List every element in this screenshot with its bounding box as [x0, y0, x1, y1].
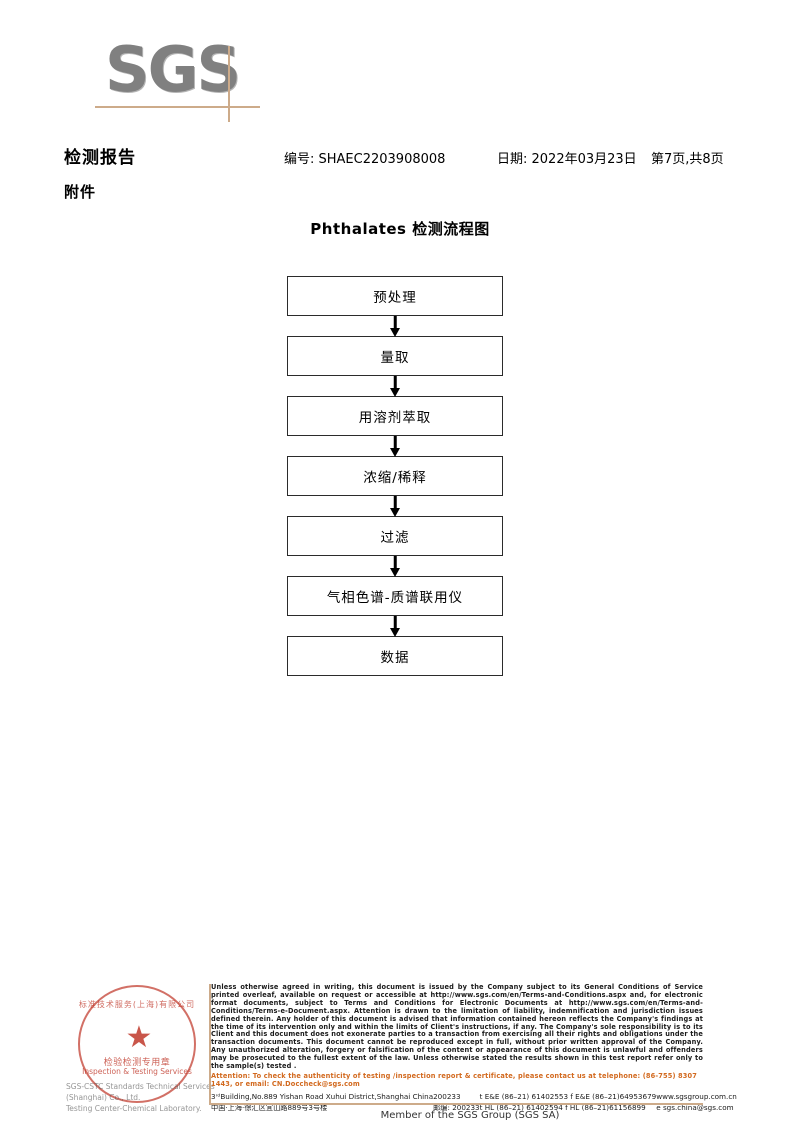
inspection-stamp: 标准技术服务(上海)有限公司 ★ 检验检测专用章 Inspection & Te… [66, 985, 215, 1113]
address-cn: 中国·上海·徐汇区宜山路889号3号楼 [211, 1103, 328, 1113]
flow-node: 数据 [287, 636, 503, 676]
table-row: 中国·上海·徐汇区宜山路889号3号楼 邮编: 200233 t HL (86–… [211, 1102, 737, 1113]
flow-arrow-down-icon [287, 496, 503, 516]
flow-arrow-down-icon [287, 616, 503, 636]
page-indicator: 第7页,共8页 [651, 152, 724, 167]
footer-attention-text: Attention: To check the authenticity of … [211, 1071, 698, 1089]
star-icon: ★ [125, 1021, 153, 1054]
flow-node: 量取 [287, 336, 503, 376]
flow-node: 浓缩/稀释 [287, 456, 503, 496]
page-subtitle: 附件 [64, 183, 97, 201]
sgs-logo-text: SGS [105, 33, 241, 106]
report-date: 日期: 2022年03月23日 [497, 152, 637, 167]
flowchart-title: Phthalates 检测流程图 [310, 220, 490, 238]
flow-node: 用溶剂萃取 [287, 396, 503, 436]
contact-tel-ee: t E&E (86–21) 61402553 f E&E (86–21)6495… [479, 1092, 657, 1102]
flow-node: 气相色谱-质谱联用仪 [287, 576, 503, 616]
stamp-legal-line-2: Testing Center-Chemical Laboratory. [66, 1104, 202, 1113]
page-title: 检测报告 [64, 148, 136, 168]
footer-address-table: 3ʳᵈBuilding,No.889 Yishan Road Xuhui Dis… [211, 1091, 737, 1113]
website-url: www.sgsgroup.com.cn [656, 1092, 737, 1102]
member-of-group-line: Member of the SGS Group (SGS SA) [380, 1110, 560, 1121]
stamp-ring [78, 985, 196, 1103]
logo-accent-tick [228, 46, 230, 122]
flow-node: 预处理 [287, 276, 503, 316]
flowchart: 预处理 量取 用溶剂萃取 浓缩/稀释 过滤 气相色谱-质谱联用仪 数据 [287, 276, 503, 676]
sgs-logo: SGS [95, 33, 335, 122]
footer-legal-text: Unless otherwise agreed in writing, this… [211, 983, 703, 1071]
report-number: 编号: SHAEC2203908008 [284, 152, 446, 167]
stamp-cn-text: 检验检测专用章 [103, 1058, 171, 1068]
stamp-en-text: Inspection & Testing Services [82, 1067, 192, 1076]
flow-node: 过滤 [287, 516, 503, 556]
table-row: 3ʳᵈBuilding,No.889 Yishan Road Xuhui Dis… [211, 1091, 737, 1102]
footer: Unless otherwise agreed in writing, this… [211, 983, 737, 1113]
address-en: 3ʳᵈBuilding,No.889 Yishan Road Xuhui Dis… [211, 1092, 434, 1102]
postcode-cn: 邮编: 200233 [433, 1103, 480, 1113]
stamp-company-arc: 标准技术服务(上海)有限公司 [78, 1000, 196, 1009]
footer-accent-rule-bottom [209, 1103, 703, 1105]
flow-arrow-down-icon [287, 436, 503, 456]
postcode-en: 200233 [433, 1092, 461, 1102]
stamp-legal-entity: SGS-CSTC Standards Technical Services (S… [66, 1081, 241, 1114]
flow-arrow-down-icon [287, 376, 503, 396]
flow-arrow-down-icon [287, 316, 503, 336]
logo-accent-rule [95, 106, 260, 108]
stamp-legal-line-1: SGS-CSTC Standards Technical Services (S… [66, 1082, 215, 1102]
flow-arrow-down-icon [287, 556, 503, 576]
contact-tel-hl: t HL (86–21) 61402594 f HL (86–21)611568… [479, 1103, 646, 1113]
footer-accent-rule-left [209, 984, 211, 1104]
contact-email: e sgs.china@sgs.com [656, 1103, 734, 1113]
